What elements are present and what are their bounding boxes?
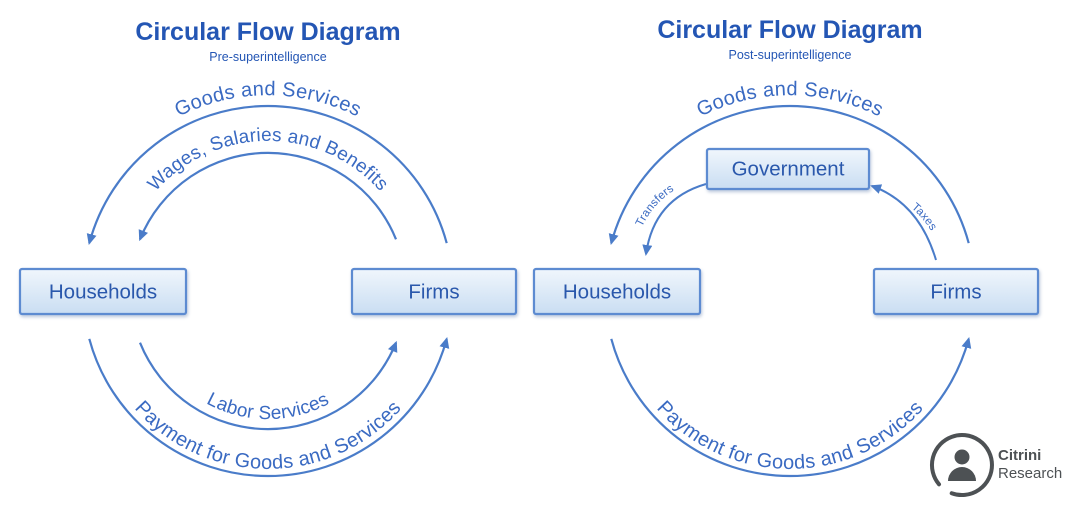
wages-arrow-left	[138, 151, 398, 242]
right-title: Circular Flow Diagram	[657, 16, 922, 44]
logo-circle-icon	[930, 433, 994, 497]
goods-services-arrow-right	[608, 104, 970, 246]
left-title: Circular Flow Diagram	[135, 18, 400, 46]
right-diagram: Circular Flow Diagram Post-superintellig…	[532, 16, 1040, 478]
labor-services-label-left: Labor Services	[204, 389, 333, 424]
labor-services-arrow-left	[138, 340, 398, 431]
citrini-logo: Citrini Research	[930, 433, 1062, 497]
households-node-right: Households	[532, 267, 702, 316]
firms-node-left: Firms	[350, 267, 518, 316]
firms-node-right: Firms	[872, 267, 1040, 316]
logo-person-shoulders-icon	[948, 467, 976, 481]
households-label-left: Households	[49, 281, 157, 304]
payment-label-right: Payment for Goods and Services	[652, 397, 927, 474]
goods-services-label-left: Goods and Services	[171, 78, 364, 121]
logo-person-head-icon	[954, 449, 970, 465]
government-box	[705, 147, 871, 191]
firms-label-right: Firms	[930, 281, 981, 304]
goods-services-arrow-left	[86, 104, 448, 246]
firms-box-right	[872, 267, 1040, 316]
firms-label-left: Firms	[408, 281, 459, 304]
firms-box-left	[350, 267, 518, 316]
households-node-left: Households	[18, 267, 188, 316]
goods-services-label-right: Goods and Services	[693, 78, 886, 121]
households-label-right: Households	[563, 281, 671, 304]
households-box-right	[532, 267, 702, 316]
transfers-label: Transfers	[634, 183, 676, 229]
payment-arrow-right	[610, 336, 972, 478]
payment-arrow-left	[88, 336, 450, 478]
taxes-arrow	[870, 184, 937, 261]
households-box-left	[18, 267, 188, 316]
left-diagram: Circular Flow Diagram Pre-superintellige…	[18, 18, 518, 478]
left-subtitle: Pre-superintelligence	[209, 50, 326, 64]
logo-subtext: Research	[998, 465, 1062, 482]
logo-name-text: Citrini	[998, 447, 1041, 464]
government-node: Government	[705, 147, 871, 191]
government-label: Government	[732, 158, 845, 181]
right-subtitle: Post-superintelligence	[729, 48, 852, 62]
transfers-arrow	[642, 183, 707, 256]
